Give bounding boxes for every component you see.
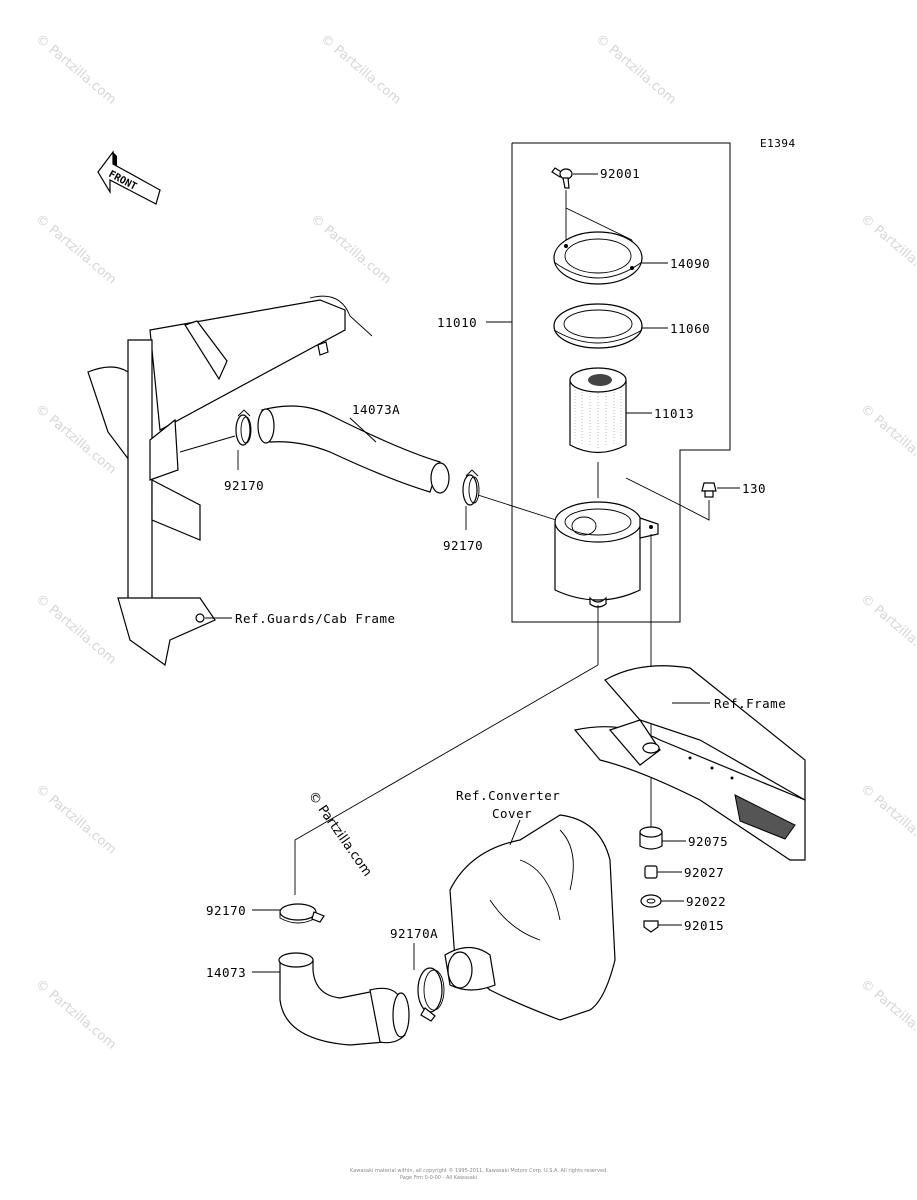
- watermark: © Partzilla.com: [857, 592, 917, 668]
- collar-92027: [644, 865, 682, 879]
- watermark: © Partzilla.com: [857, 402, 917, 478]
- watermark: © Partzilla.com: [592, 32, 678, 108]
- label-92022: 92022: [686, 894, 726, 909]
- label-92170-right: 92170: [443, 538, 483, 553]
- wing-bolt-92001: [551, 167, 633, 268]
- watermark: © Partzilla.com: [307, 212, 393, 288]
- air-cleaner-housing: [554, 501, 659, 665]
- watermark: © Partzilla.com: [857, 782, 917, 858]
- partzilla-watermark-text: © Partzilla.com: [305, 789, 375, 880]
- label-92075: 92075: [688, 834, 728, 849]
- cover-plate-14090: [553, 231, 668, 285]
- label-11060: 11060: [670, 321, 710, 336]
- label-92170a: 92170A: [390, 926, 438, 941]
- watermark: © Partzilla.com: [317, 32, 403, 108]
- label-ref-converter: Ref.Converter: [456, 788, 560, 803]
- label-ref-converter-cover: Cover: [492, 806, 532, 821]
- watermark: © Partzilla.com: [32, 592, 118, 668]
- frame-sketch: [573, 665, 806, 861]
- label-92001: 92001: [600, 166, 640, 181]
- watermark: © Partzilla.com: [32, 212, 118, 288]
- hose-clamp-92170-right: [462, 469, 557, 530]
- footer-page: Page Frm 0-0-00 - All Kawasaki: [400, 1175, 477, 1181]
- watermark: © Partzilla.com: [32, 32, 118, 108]
- hose-clamp-92170-lower: [252, 903, 325, 924]
- label-92170-left: 92170: [224, 478, 264, 493]
- watermark: © Partzilla.com: [857, 977, 917, 1053]
- footer-copyright: Kawasaki material within, all copyright …: [350, 1167, 608, 1174]
- front-arrow-icon: FRONT: [97, 150, 163, 205]
- label-11010: 11010: [437, 315, 477, 330]
- air-filter-element-11013: [569, 367, 652, 454]
- duct-14073a: [257, 405, 450, 494]
- bolt-130: [679, 450, 740, 521]
- diagram-code: E1394: [760, 137, 796, 150]
- label-92170-lower: 92170: [206, 903, 246, 918]
- grommet-92075: [639, 826, 686, 850]
- label-92015: 92015: [684, 918, 724, 933]
- washer-92022: [640, 894, 684, 908]
- gasket-11060: [553, 303, 668, 349]
- elbow-duct-14073: [252, 952, 410, 1046]
- nut-92015: [643, 920, 682, 933]
- hose-clamp-92170a: [413, 943, 445, 1022]
- label-130: 130: [742, 481, 766, 496]
- label-14090: 14090: [670, 256, 710, 271]
- watermark: © Partzilla.com: [32, 782, 118, 858]
- watermark: © Partzilla.com: [857, 212, 917, 288]
- label-14073a: 14073A: [352, 402, 400, 417]
- converter-cover-sketch: [444, 814, 616, 1021]
- label-ref-guards-cab-frame: Ref.Guards/Cab Frame: [235, 611, 396, 626]
- cab-frame-sketch: [87, 295, 373, 667]
- callout-labels: 92001 14090 11010 11060 11013 14073A 130…: [206, 166, 786, 980]
- watermark: © Partzilla.com: [32, 977, 118, 1053]
- label-92027: 92027: [684, 865, 724, 880]
- label-14073: 14073: [206, 965, 246, 980]
- label-11013: 11013: [654, 406, 694, 421]
- hose-clamp-92170-left: [179, 409, 252, 470]
- label-ref-frame: Ref.Frame: [714, 696, 786, 711]
